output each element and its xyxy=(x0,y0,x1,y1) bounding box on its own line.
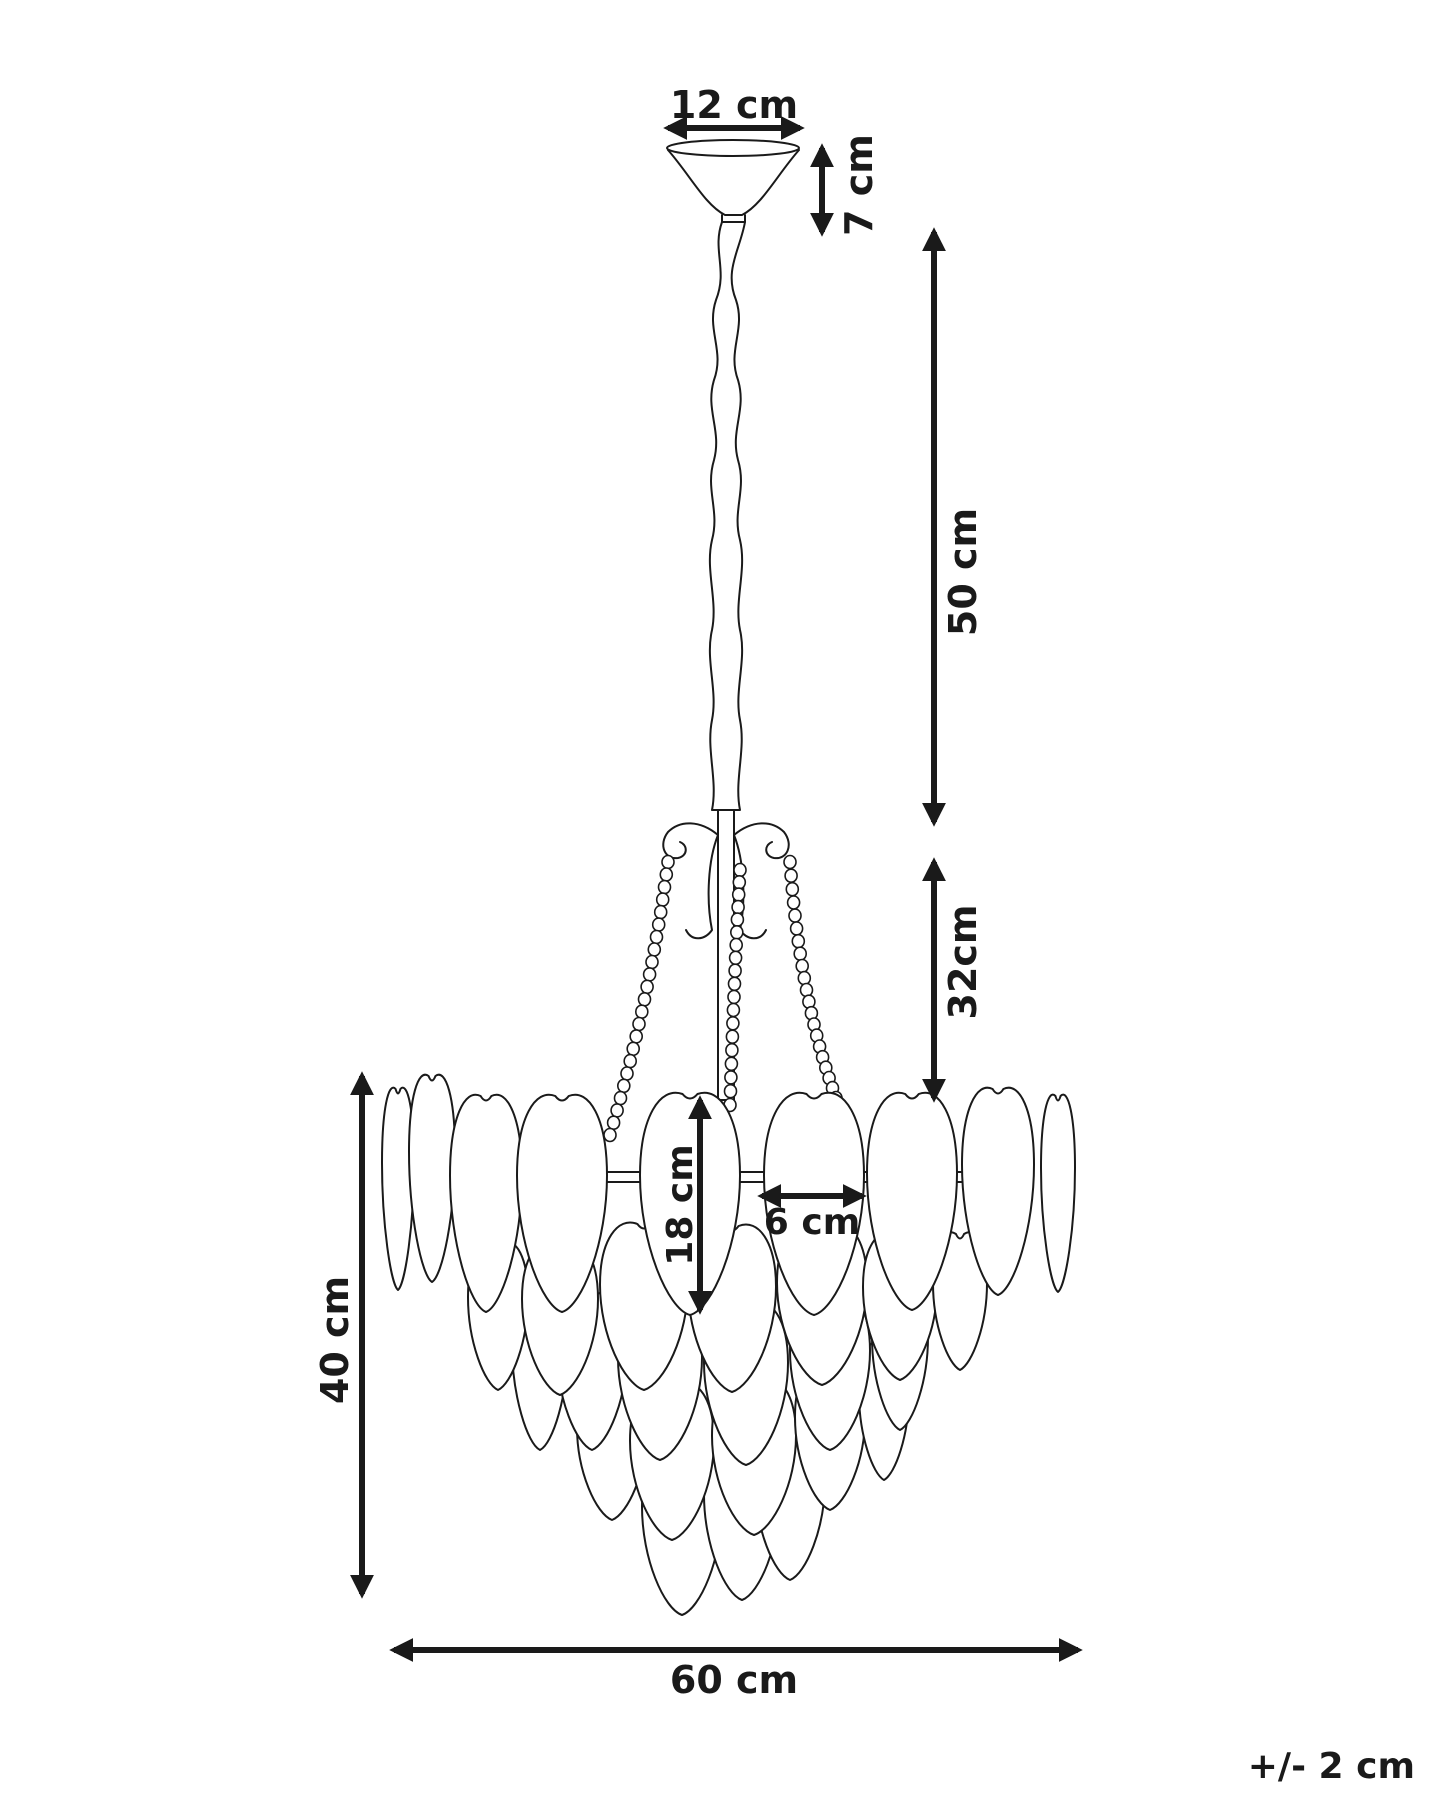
bead xyxy=(788,908,802,923)
bead xyxy=(632,1016,646,1032)
bead xyxy=(731,887,746,902)
ceiling-canopy xyxy=(666,139,800,223)
bead xyxy=(661,854,675,870)
bead xyxy=(659,867,674,882)
glass-leaf xyxy=(408,1073,456,1283)
bead xyxy=(724,1056,739,1072)
bead xyxy=(626,1041,641,1057)
bead xyxy=(645,954,659,970)
bead xyxy=(785,881,800,897)
bead xyxy=(729,924,744,940)
total-width-label: 60 cm xyxy=(670,1658,798,1702)
bead xyxy=(724,1070,738,1085)
bead xyxy=(726,1002,741,1018)
dimension-labels: 12 cm 7 cm 50 cm 32cm 18 cm 6 cm 40 cm 6… xyxy=(313,83,1415,1787)
bead xyxy=(725,1042,739,1058)
glass-leaf xyxy=(449,1093,523,1313)
bead xyxy=(730,912,745,927)
bead xyxy=(657,879,672,895)
dimension-lines xyxy=(350,116,1083,1662)
bead xyxy=(620,1066,634,1081)
bead xyxy=(616,1078,631,1094)
glass-leaf xyxy=(381,1086,415,1291)
bead xyxy=(727,976,742,992)
bead xyxy=(610,1103,624,1118)
glass-leaf xyxy=(1040,1093,1076,1293)
bead xyxy=(651,917,666,932)
bead xyxy=(723,1083,738,1099)
bead xyxy=(634,1004,649,1020)
bead xyxy=(640,979,654,995)
canopy-width-label: 12 cm xyxy=(670,83,798,127)
shade-height-label: 40 cm xyxy=(313,1276,357,1404)
bead xyxy=(791,933,806,949)
bead xyxy=(603,1127,617,1143)
bead xyxy=(793,946,808,962)
glass-leaf xyxy=(866,1091,958,1311)
bead xyxy=(647,942,662,957)
bead xyxy=(642,967,657,982)
bead xyxy=(655,892,670,907)
glass-leaf xyxy=(961,1086,1035,1296)
tolerance-label: +/- 2 cm xyxy=(1248,1746,1415,1787)
bead xyxy=(784,868,798,884)
leaf-width-label: 6 cm xyxy=(764,1202,860,1243)
bead xyxy=(726,1015,740,1031)
glass-leaf-shade xyxy=(381,1073,1076,1616)
leaf-length-label: 18 cm xyxy=(660,1144,701,1265)
bead xyxy=(623,1053,638,1069)
bead xyxy=(613,1090,628,1106)
bead xyxy=(783,854,797,870)
bead xyxy=(733,862,747,878)
bead xyxy=(795,958,810,974)
chain-length-label: 50 cm xyxy=(941,508,985,636)
bead xyxy=(729,937,744,953)
bead xyxy=(725,1029,740,1044)
bead xyxy=(629,1029,644,1044)
bead xyxy=(653,904,668,920)
bead xyxy=(797,970,812,986)
bead xyxy=(786,895,801,910)
bead xyxy=(799,982,814,998)
frame-height-label: 32cm xyxy=(941,904,985,1019)
suspension-chain xyxy=(708,221,746,811)
bead xyxy=(606,1115,621,1130)
bead xyxy=(728,963,742,979)
bead xyxy=(727,989,741,1005)
canopy-height-label: 7 cm xyxy=(837,134,881,236)
bead xyxy=(731,899,745,915)
glass-leaf xyxy=(516,1093,608,1313)
bead xyxy=(637,991,652,1007)
bead xyxy=(649,929,664,945)
bead xyxy=(732,874,747,890)
bead xyxy=(728,950,743,966)
bead xyxy=(789,921,804,936)
